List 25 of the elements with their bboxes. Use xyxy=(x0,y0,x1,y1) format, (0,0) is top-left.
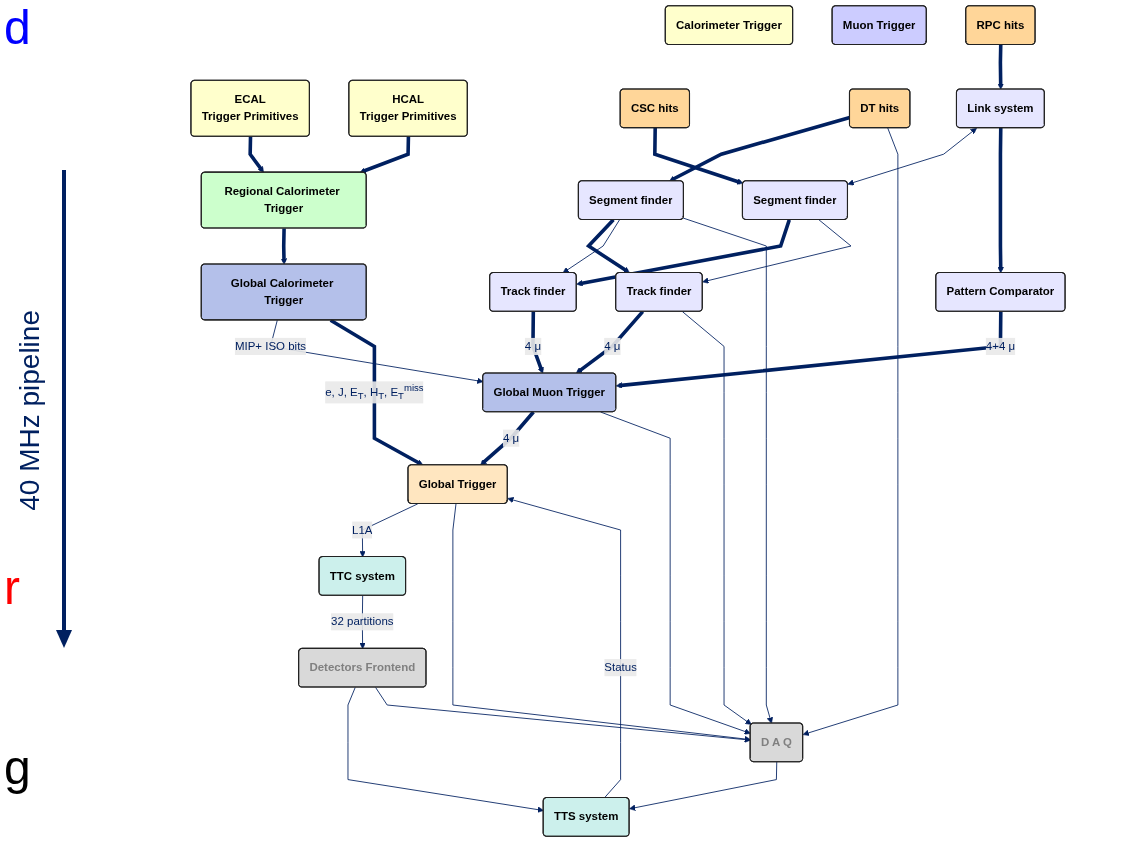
pipeline-label: 40 MHz pipeline xyxy=(14,309,46,511)
arrow xyxy=(531,311,544,374)
arrow xyxy=(329,318,424,466)
edge-label: 32 partitions xyxy=(331,615,394,628)
arrow xyxy=(576,219,791,287)
arrow xyxy=(653,128,744,185)
edge-label: MIP+ ISO bits xyxy=(234,339,307,353)
text-fragment: g xyxy=(4,740,31,795)
arrow xyxy=(480,410,535,466)
arrow xyxy=(997,44,1004,90)
edge-label: 4 μ xyxy=(502,431,520,444)
text-fragment: d xyxy=(4,0,31,55)
arrow xyxy=(575,310,645,374)
arrow xyxy=(280,228,288,265)
edge-label: Status xyxy=(604,661,637,674)
edge-label: 4 μ xyxy=(524,339,542,353)
edge-label: 4+4 μ xyxy=(985,339,1016,353)
arrow xyxy=(359,136,411,174)
arrow xyxy=(248,136,264,173)
text-fragment: r xyxy=(4,560,20,615)
edge-label: L1A xyxy=(352,523,373,536)
arrow xyxy=(585,218,630,274)
arrow xyxy=(997,128,1004,274)
edge-label: 4 μ xyxy=(604,339,621,353)
arrow xyxy=(615,311,1003,389)
